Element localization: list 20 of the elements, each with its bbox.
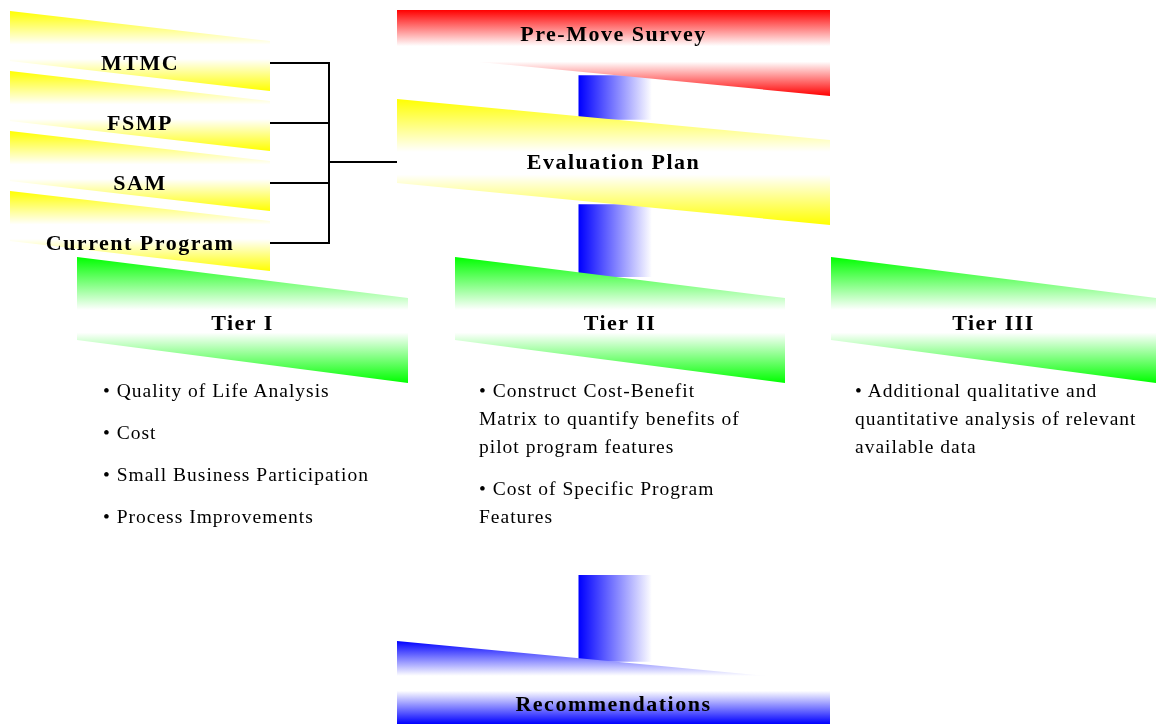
- connector-line: [269, 161, 398, 244]
- bullet-point: • Construct Cost-Benefit Matrix to quantify benefits of pilot program features: [479, 379, 741, 459]
- banner-title: Pre-Move Survey: [519, 21, 708, 47]
- banner-title: Tier II: [582, 310, 658, 336]
- bullet-point: • Cost: [103, 421, 158, 445]
- connector-bar: [578, 204, 652, 277]
- banner-title: Tier I: [210, 310, 275, 336]
- connector-bar: [578, 575, 652, 662]
- bullet-point: • Quality of Life Analysis: [103, 379, 331, 403]
- banner-title: SAM: [112, 170, 168, 196]
- banner-title: Evaluation Plan: [525, 149, 702, 175]
- bullet-point: • Small Business Participation: [103, 463, 370, 487]
- banner-title: Recommendations: [514, 691, 713, 717]
- banner-title: FSMP: [106, 110, 174, 136]
- bullet-point: • Process Improvements: [103, 505, 315, 529]
- banner-title: MTMC: [99, 50, 181, 76]
- bullet-point: • Additional qualitative and quantitative analysis of relevant available data: [855, 379, 1138, 459]
- banner-title: Current Program: [44, 230, 236, 256]
- bullet-point: • Cost of Specific Program Features: [479, 477, 716, 529]
- banner-title: Tier III: [951, 310, 1036, 336]
